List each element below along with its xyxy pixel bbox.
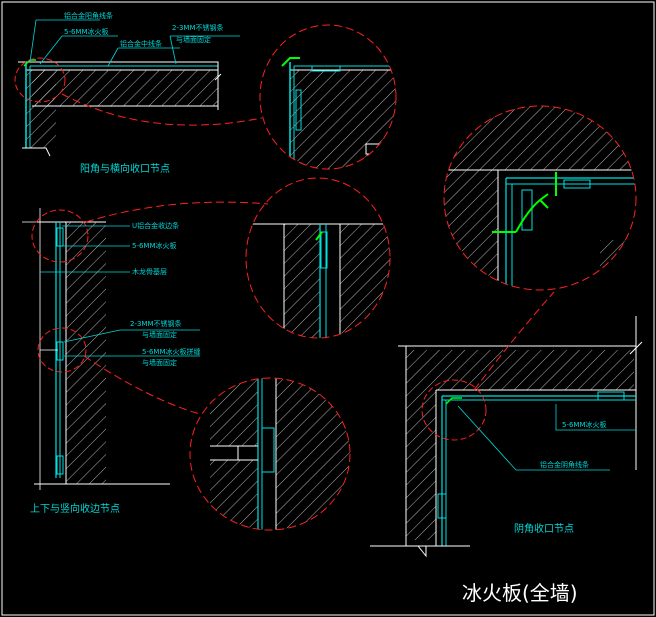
label-inner-board: 5-6MM冰火板 [562,420,607,429]
label-outer-board: 5-6MM冰火板 [64,27,109,36]
detail-inner-corner: 5-6MM冰火板 铝合金阴角线条 阴角收口节点 [370,316,643,558]
label-outer-profile: 铝合金中线条 [120,39,162,48]
label-vert-trim: U铝合金收边条 [132,221,179,230]
caption-vertical-edge: 上下与竖向收边节点 [30,502,120,515]
label-inner-trim: 铝合金阴角线条 [540,460,589,469]
label-vert-glue: 木龙骨基层 [132,267,167,276]
caption-inner-corner: 阴角收口节点 [514,522,574,535]
drawing-title: 冰火板(全墙) [462,581,578,605]
label-outer-trim: 铝合金阳角线条 [64,11,113,20]
label-outer-steel-2: 与墙面固定 [176,35,211,44]
detail-outer-corner: 铝合金阳角线条 5-6MM冰火板 铝合金中线条 2-3MM不锈钢条 与墙面固定 … [14,11,240,175]
detail-vertical-edge: U铝合金收边条 5-6MM冰火板 木龙骨基层 2-3MM不锈钢条 与墙面固定 5… [22,208,201,515]
caption-outer-corner: 阳角与横向收口节点 [80,162,170,175]
label-vert-steel-2: 与墙面固定 [142,330,177,339]
label-vert-steel-1: 2-3MM不锈钢条 [130,319,182,328]
label-outer-steel-1: 2-3MM不锈钢条 [172,23,224,32]
label-vert-board: 5-6MM冰火板 [132,241,177,250]
callout-vertical-joint-zoom [83,355,351,531]
label-vert-joint-2: 与墙面固定 [142,358,177,367]
label-vert-joint-1: 5-6MM冰火板拼缝 [142,347,201,356]
